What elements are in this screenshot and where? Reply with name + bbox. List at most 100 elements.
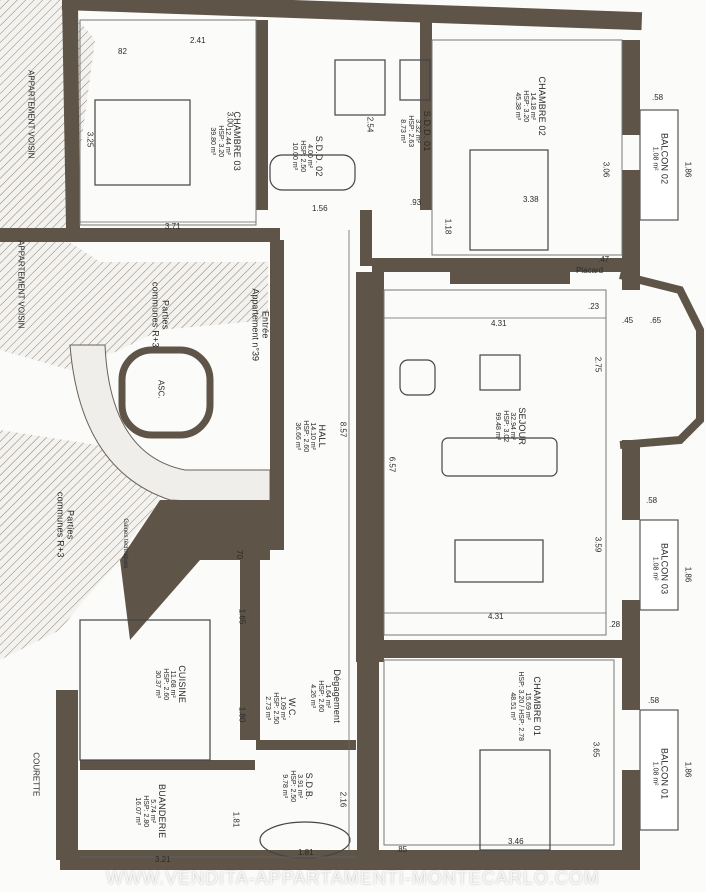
room-height: HSP: 3.20 — [521, 90, 529, 123]
room-name: SEJOUR — [517, 407, 528, 446]
room-name: HALL — [317, 424, 328, 448]
room-sejour: SEJOUR 32.94 m² HSP: 3.02 99.48 m³ — [494, 386, 528, 466]
room-cuisine: CUISINE 11.68 m² HSP: 2.60 30.37 m³ — [154, 644, 187, 724]
room-height: HSP: 2.50 — [271, 692, 279, 725]
room-name: CHAMBRE 02 — [537, 76, 548, 136]
room-volume: 99.48 m³ — [494, 412, 502, 440]
room-area: 1.08 m² — [651, 761, 659, 786]
dimension-lines — [80, 221, 606, 858]
room-volume: 39.80 m³ — [209, 127, 217, 155]
room-height: HSP: 2.60 — [301, 420, 309, 453]
room-sdd02: S.D.D. 02 4.00 m² HSP: 2.50 10.00 m³ — [291, 111, 325, 201]
dim-label: 3.25 — [85, 131, 95, 148]
dim-label: 82 — [118, 47, 127, 56]
room-volume: 9.78 m³ — [281, 774, 289, 799]
room-height: HSP: 2.63 — [406, 115, 414, 148]
dining-table — [454, 539, 544, 583]
armchair — [399, 359, 436, 396]
room-volume: 36.66 m³ — [294, 422, 302, 450]
dim-label: 3.38 — [523, 195, 539, 204]
room-volume: 8.73 m³ — [399, 119, 407, 144]
dim-label: .45 — [622, 316, 634, 325]
room-name: BALCON 03 — [659, 542, 670, 595]
room-sdd01: S.D.D. 01 3.32 m² HSP: 2.63 8.73 m³ — [399, 96, 432, 166]
dim-label: 2.41 — [190, 36, 206, 45]
room-height: HSP: 3.20 / HSP: 2.78 — [516, 671, 524, 742]
room-name: S.D.B. — [304, 772, 315, 800]
room-height: HSP: 2.60 — [161, 668, 169, 701]
room-area: 15.69 m² — [524, 692, 532, 720]
dim-label: 3.65 — [591, 741, 601, 758]
bathtub-sdd02 — [269, 154, 356, 191]
dim-label: 1.86 — [683, 161, 693, 178]
coffee-table — [479, 354, 521, 391]
room-entree: Entrée Appartement n°39 — [250, 270, 271, 380]
dim-label: 1.81 — [298, 848, 314, 857]
room-area: 1.09 m² — [279, 696, 287, 721]
dim-label: 3.00 — [225, 111, 235, 128]
dim-label: .58 — [646, 496, 658, 505]
placard-label: Placard — [576, 266, 604, 275]
room-parties1: Parties communes R+3 — [150, 275, 171, 355]
dim-label: 2.54 — [365, 116, 375, 133]
dim-label: 4.31 — [491, 319, 507, 328]
bathtub-sdb — [259, 821, 351, 859]
room-buanderie: BUANDERIE 5.74 m² HSP: 2.80 16.07 m³ — [134, 771, 167, 851]
room-name: CHAMBRE 01 — [532, 676, 543, 736]
dim-label: .65 — [650, 316, 662, 325]
room-volume: 10.00 m³ — [291, 142, 299, 170]
dim-label: .47 — [598, 255, 610, 264]
room-sdb: S.D.B. 3.91 m² HSP: 2.50 9.78 m³ — [281, 751, 315, 821]
room-height: HSP: 2.80 — [141, 795, 149, 828]
dim-label: 1.86 — [683, 566, 693, 583]
room-hall: HALL 14.10 m² HSP: 2.60 36.66 m³ — [294, 396, 328, 476]
room-sub: communes R+3 — [56, 491, 66, 558]
dim-label: .58 — [652, 93, 664, 102]
room-area: 1.08 m² — [651, 146, 659, 171]
room-area: 14.18 m² — [529, 92, 537, 120]
furniture — [79, 59, 558, 859]
dim-label: 1.81 — [231, 811, 241, 828]
bed-chambre03 — [94, 99, 191, 186]
room-degagement: Dégagement 1.64 m² HSP: 2.60 4.26 m³ — [309, 661, 342, 731]
room-area: 3.32 m² — [414, 119, 422, 144]
room-name: S.D.D. 02 — [314, 135, 325, 177]
dim-label: 2.16 — [338, 791, 348, 808]
dim-label: 3.59 — [593, 536, 603, 553]
room-chambre01: CHAMBRE 01 15.69 m² HSP: 3.20 / HSP: 2.7… — [509, 656, 543, 756]
courette-label: COURETTE — [31, 752, 41, 797]
dim-label: .28 — [609, 620, 621, 629]
room-parties2: Parties communes R+3 — [55, 485, 76, 565]
room-height: HSP: 2.60 — [316, 680, 324, 713]
room-area: 1.64 m² — [324, 684, 332, 709]
neighbor-label-mid: APPARTEMENT VOISIN — [16, 240, 26, 329]
room-name: Entrée — [260, 310, 271, 339]
dim-label: 1.65 — [237, 608, 247, 625]
dim-label: 1.80 — [237, 706, 247, 723]
shower-sdd02 — [334, 59, 386, 116]
dim-label: 1.56 — [312, 204, 328, 213]
technical-shaft-label: Gaines techniques — [122, 518, 129, 569]
room-volume: 45.38 m³ — [514, 92, 522, 120]
sofa — [441, 437, 558, 477]
dim-label: 3.21 — [155, 855, 171, 864]
room-area: 14.10 m² — [309, 422, 317, 450]
bed-chambre01 — [479, 749, 551, 851]
room-height: HSP: 2.50 — [298, 140, 306, 173]
dim-label: 70 — [234, 550, 244, 559]
room-height: HSP: 3.02 — [501, 410, 509, 443]
room-volume: 4.26 m³ — [309, 684, 317, 709]
room-balcon03: BALCON 03 1.08 m² — [651, 534, 670, 604]
toilet-sdd01 — [399, 59, 431, 101]
elevator-label: ASC. — [156, 379, 166, 399]
room-balcon02: BALCON 02 1.08 m² — [651, 124, 670, 194]
room-name: BALCON 02 — [659, 132, 670, 185]
neighbor-label-top: APPARTEMENT VOISIN — [26, 70, 36, 159]
room-name: Parties — [160, 300, 171, 330]
dim-label: 2.75 — [593, 356, 603, 373]
dim-label: .85 — [396, 845, 408, 854]
dim-label: 6.57 — [387, 456, 397, 473]
room-volume: 16.07 m³ — [134, 797, 142, 825]
room-outlines — [79, 19, 623, 846]
